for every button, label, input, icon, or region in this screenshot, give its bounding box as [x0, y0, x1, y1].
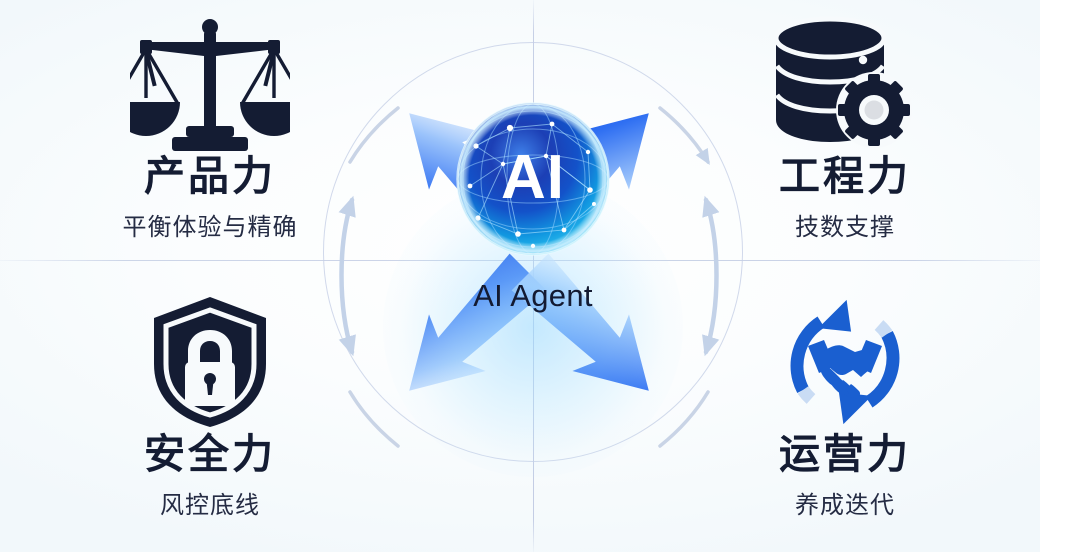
sphere-ai-text: AI — [501, 143, 565, 212]
quadrant-subtitle-security: 风控底线 — [160, 492, 260, 520]
quadrant-security: 安全力 风控底线 — [45, 296, 375, 520]
ai-agent-label: AI Agent — [473, 278, 593, 313]
balance-scales-icon — [45, 18, 375, 151]
quadrant-product: 产品力 平衡体验与精确 — [45, 18, 375, 242]
diagram-canvas: AI AI Agent — [0, 0, 1040, 552]
quadrant-engineering: 工程力 技数支撑 — [680, 16, 1010, 242]
quadrant-subtitle-product: 平衡体验与精确 — [122, 214, 298, 242]
quadrant-operations: 运营力 养成迭代 — [680, 296, 1010, 520]
quadrant-title-security: 安全力 — [144, 431, 276, 477]
ai-network-sphere-icon: AI — [448, 94, 618, 264]
quadrant-title-product: 产品力 — [144, 153, 276, 199]
quadrant-title-engineering: 工程力 — [779, 153, 911, 199]
quadrant-subtitle-operations: 养成迭代 — [795, 492, 895, 520]
handshake-cycle-icon — [680, 296, 1010, 428]
quadrant-title-operations: 运营力 — [779, 431, 911, 477]
shield-lock-icon — [45, 296, 375, 428]
quadrant-subtitle-engineering: 技数支撑 — [795, 214, 895, 242]
database-gear-icon — [680, 16, 1010, 150]
center-ai-agent-group: AI AI Agent — [353, 72, 713, 477]
